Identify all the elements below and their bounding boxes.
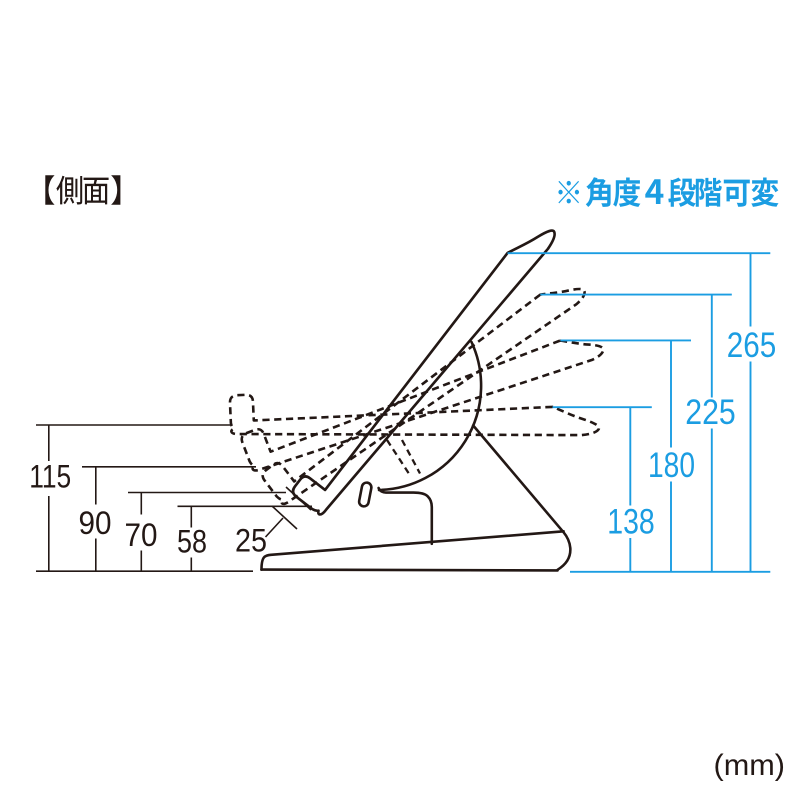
svg-text:225: 225 bbox=[685, 393, 736, 432]
svg-text:265: 265 bbox=[727, 326, 777, 365]
svg-text:70: 70 bbox=[125, 517, 158, 553]
svg-text:58: 58 bbox=[177, 524, 207, 560]
svg-text:25: 25 bbox=[235, 523, 267, 559]
svg-text:(mm): (mm) bbox=[714, 749, 786, 782]
svg-text:115: 115 bbox=[29, 459, 71, 495]
svg-text:138: 138 bbox=[607, 503, 655, 542]
svg-text:90: 90 bbox=[79, 505, 112, 541]
svg-text:180: 180 bbox=[648, 446, 695, 485]
